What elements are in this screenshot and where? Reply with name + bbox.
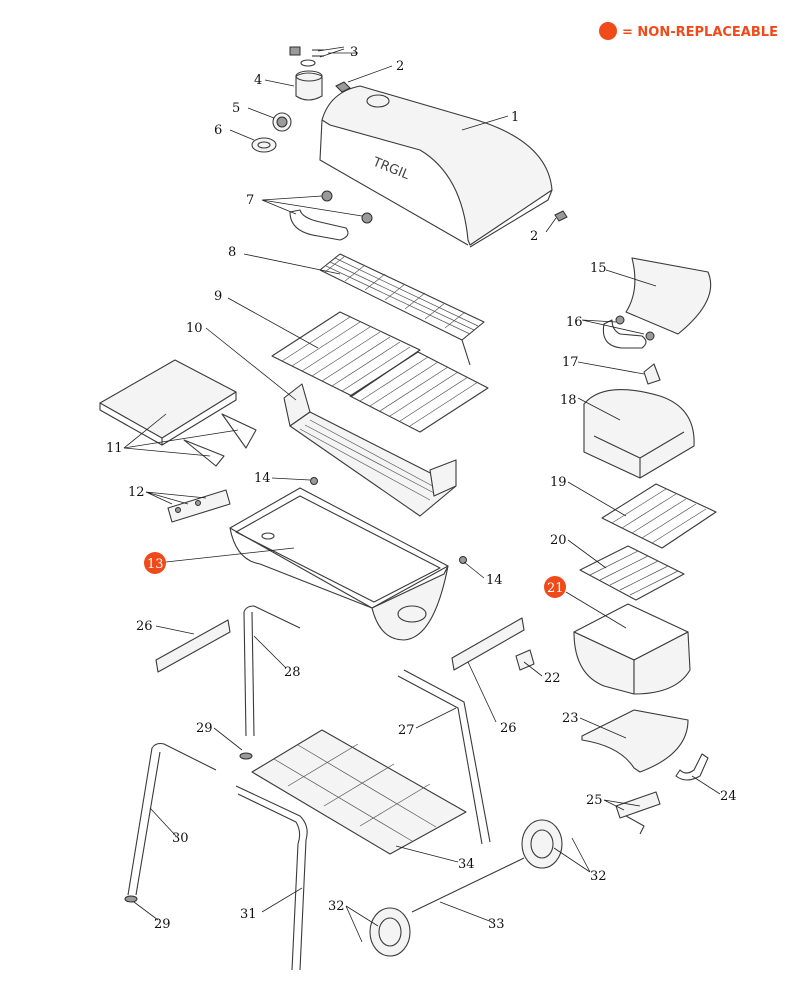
part-3-screws <box>289 46 324 67</box>
part-19-side-grate <box>601 483 717 549</box>
callout-21: 21 <box>547 581 564 596</box>
part-13-firebox <box>229 487 449 641</box>
part-7-handle <box>289 190 373 241</box>
callout-23: 23 <box>562 711 579 726</box>
svg-text:TRGIL: TRGIL <box>370 154 413 183</box>
callout-33: 33 <box>488 917 505 932</box>
part-6-dial <box>251 137 277 153</box>
part-2-hinge-right <box>554 210 568 222</box>
callout-28: 28 <box>284 665 301 680</box>
callout-13: 13 <box>147 557 164 572</box>
callouts: 1 2 2 3 4 5 6 7 8 9 10 11 12 13 14 14 15… <box>106 45 737 932</box>
part-27-leg <box>397 669 491 845</box>
part-4-housing <box>295 70 323 101</box>
callout-25: 25 <box>586 793 603 808</box>
part-10-charcoal-tray <box>283 383 457 517</box>
part-14-screw-a <box>310 477 318 485</box>
part-20-side-rack <box>579 545 685 601</box>
callout-22: 22 <box>544 671 561 686</box>
part-8-warming-rack <box>319 253 485 366</box>
callout-2-top: 2 <box>396 59 404 74</box>
callout-24: 24 <box>720 789 737 804</box>
callout-18: 18 <box>560 393 577 408</box>
part-15-side-lid <box>625 257 712 335</box>
callout-26-right: 26 <box>500 721 517 736</box>
callout-32-right: 32 <box>590 869 607 884</box>
callout-8: 8 <box>228 245 236 260</box>
callout-9: 9 <box>214 289 222 304</box>
legend: = NON-REPLACEABLE <box>599 22 778 40</box>
callout-29-bottom: 29 <box>154 917 171 932</box>
part-32-wheel-right <box>521 819 563 869</box>
part-22-bracket <box>515 649 535 671</box>
part-33-axle <box>411 857 525 913</box>
part-32-wheel-left <box>369 907 411 957</box>
callout-19: 19 <box>550 475 567 490</box>
part-18-side-box <box>583 389 695 479</box>
part-29-foot-b <box>124 895 138 903</box>
leader-lines <box>123 46 721 943</box>
callout-15: 15 <box>590 261 607 276</box>
callout-3: 3 <box>350 45 358 60</box>
part-25-brackets <box>615 791 661 835</box>
part-28-leg <box>243 605 301 737</box>
part-5-gauge <box>272 112 292 132</box>
callout-32-left: 32 <box>328 899 345 914</box>
callout-14-left: 14 <box>254 471 271 486</box>
non-replaceable-marker-icon <box>599 22 617 40</box>
callout-31: 31 <box>240 907 257 922</box>
callout-6: 6 <box>214 123 222 138</box>
badge-21-icon <box>544 576 566 598</box>
part-29-foot-a <box>239 752 253 760</box>
callout-17: 17 <box>562 355 579 370</box>
callout-1: 1 <box>511 110 519 125</box>
part-34-bottom-shelf <box>251 729 467 855</box>
part-11-side-shelf <box>99 359 257 467</box>
part-2-hinge-top <box>335 81 351 93</box>
callout-2-right: 2 <box>530 229 538 244</box>
callout-11: 11 <box>106 441 123 456</box>
callout-20: 20 <box>550 533 567 548</box>
non-replaceable-badges <box>144 552 566 598</box>
callout-12: 12 <box>128 485 145 500</box>
part-24-handle <box>675 753 709 781</box>
legend-label: = NON-REPLACEABLE <box>622 25 778 40</box>
part-16-side-handle <box>602 315 655 349</box>
callout-27: 27 <box>398 723 415 738</box>
part-30-leg <box>127 742 217 896</box>
part-26-rail-right <box>451 617 525 671</box>
part-31-leg <box>235 785 308 971</box>
part-14-screw-b <box>459 556 467 564</box>
part-9-cooking-grates <box>271 311 489 433</box>
part-23-front-panel <box>581 709 689 773</box>
callout-4: 4 <box>254 73 262 88</box>
callout-29-top: 29 <box>196 721 213 736</box>
callout-14-right: 14 <box>486 573 503 588</box>
part-17-clip <box>643 363 661 385</box>
badge-13-icon <box>144 552 166 574</box>
part-12-bracket <box>167 489 231 523</box>
callout-30: 30 <box>172 831 189 846</box>
callout-7: 7 <box>246 193 254 208</box>
callout-34: 34 <box>458 857 475 872</box>
part-21-side-firebox <box>573 603 691 695</box>
callout-16: 16 <box>566 315 583 330</box>
part-26-rail-left <box>155 619 231 673</box>
callout-26-left: 26 <box>136 619 153 634</box>
callout-10: 10 <box>186 321 203 336</box>
callout-5: 5 <box>232 101 240 116</box>
